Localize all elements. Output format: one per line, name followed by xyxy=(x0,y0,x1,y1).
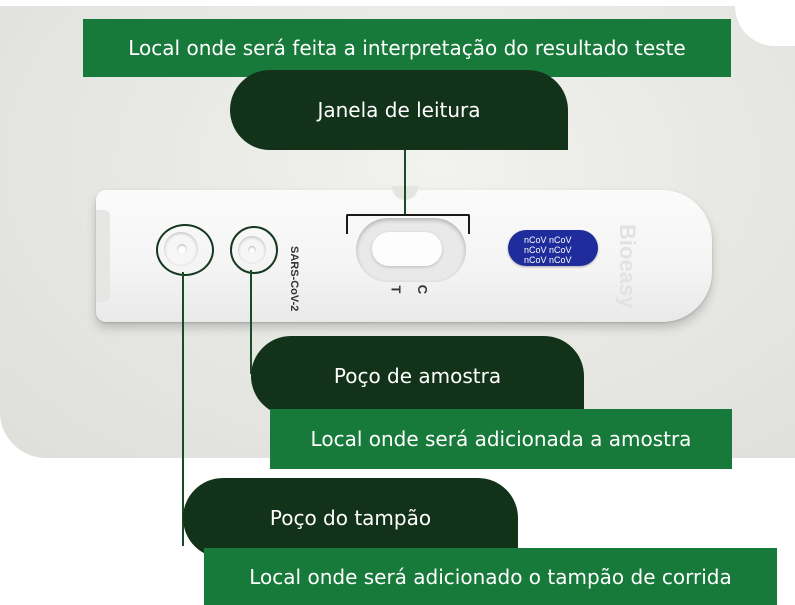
photo-corner xyxy=(735,6,795,46)
buffer-well-label: Poço do tampão xyxy=(183,478,518,558)
sticker-text-3: nCoV nCoV xyxy=(524,255,572,265)
sticker-text: nCoV nCoV xyxy=(524,235,572,245)
ncov-sticker: nCoV nCoV nCoV nCoV nCoV nCoV xyxy=(508,230,598,266)
brand-emboss: Bioeasy xyxy=(615,224,640,309)
strip-text: SARS-CoV-2 xyxy=(288,246,300,312)
buffer-location-label: Local onde será adicionado o tampão de c… xyxy=(204,548,777,605)
buffer-well-connector xyxy=(182,272,184,546)
interpretation-label: Local onde será feita a interpretação do… xyxy=(83,19,731,77)
sample-location-label: Local onde será adicionada a amostra xyxy=(270,409,732,469)
buffer-well-highlight xyxy=(156,224,214,276)
cassette-end xyxy=(96,210,110,302)
reading-window xyxy=(372,232,442,266)
control-letter: C xyxy=(415,284,431,295)
sample-well-highlight xyxy=(230,226,278,274)
sample-well-label: Poço de amostra xyxy=(251,336,584,416)
reading-window-connector xyxy=(404,150,406,214)
sample-well-connector xyxy=(250,270,252,374)
reading-window-bracket xyxy=(346,214,470,234)
test-letter: T xyxy=(388,285,404,294)
reading-window-label: Janela de leitura xyxy=(230,70,568,150)
sticker-text-2: nCoV nCoV xyxy=(524,245,572,255)
